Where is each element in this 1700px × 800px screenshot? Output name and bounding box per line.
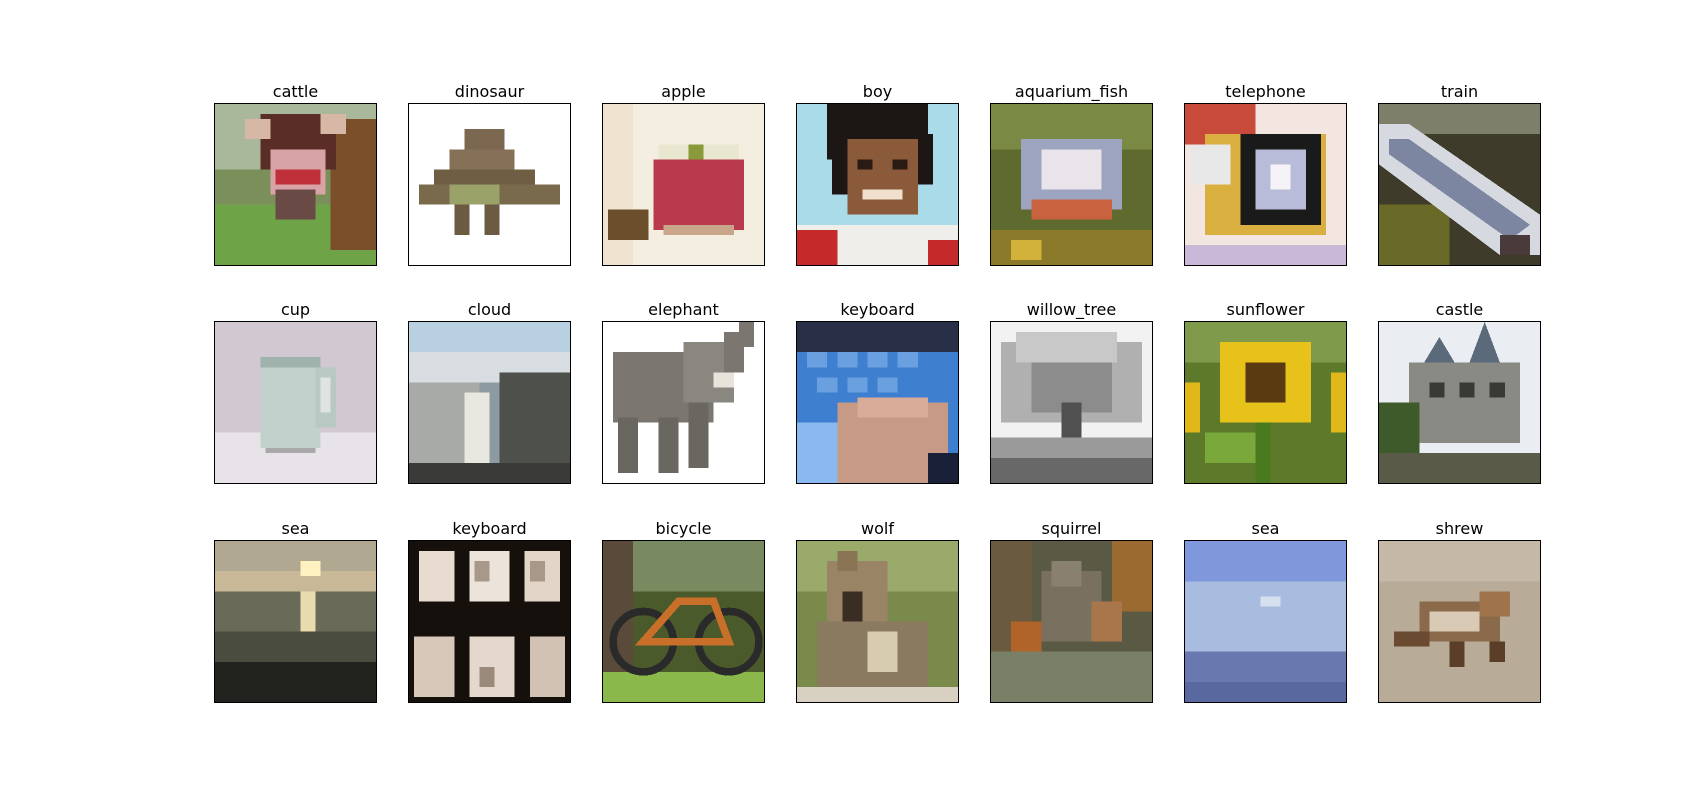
- image-thumbnail: [796, 321, 959, 484]
- thumbnail-picture: [1185, 541, 1346, 702]
- thumbnail-picture: [1185, 322, 1346, 483]
- image-thumbnail: [602, 321, 765, 484]
- image-label: shrew: [1435, 519, 1484, 538]
- image-thumbnail: [602, 540, 765, 703]
- image-thumbnail: [1378, 540, 1541, 703]
- image-label: sea: [1251, 519, 1280, 538]
- image-label: elephant: [648, 300, 719, 319]
- image-label: keyboard: [840, 300, 915, 319]
- image-thumbnail: [1184, 103, 1347, 266]
- thumbnail-picture: [409, 322, 570, 483]
- image-thumbnail: [214, 321, 377, 484]
- image-label: castle: [1435, 300, 1484, 319]
- thumbnail-picture: [409, 104, 570, 265]
- image-label: wolf: [861, 519, 894, 538]
- image-thumbnail: [1378, 321, 1541, 484]
- image-thumbnail: [408, 103, 571, 266]
- image-thumbnail: [214, 540, 377, 703]
- image-label: train: [1440, 82, 1479, 101]
- image-thumbnail: [990, 103, 1153, 266]
- thumbnail-picture: [1379, 322, 1540, 483]
- thumbnail-picture: [603, 104, 764, 265]
- image-label: telephone: [1225, 82, 1306, 101]
- image-label: aquarium_fish: [1014, 82, 1129, 101]
- image-thumbnail: [990, 540, 1153, 703]
- thumbnail-picture: [797, 322, 958, 483]
- image-label: cloud: [467, 300, 512, 319]
- image-label: bicycle: [655, 519, 712, 538]
- image-label: squirrel: [1041, 519, 1102, 538]
- image-thumbnail: [408, 321, 571, 484]
- image-thumbnail: [214, 103, 377, 266]
- image-thumbnail: [1378, 103, 1541, 266]
- image-thumbnail: [602, 103, 765, 266]
- thumbnail-picture: [991, 541, 1152, 702]
- thumbnail-picture: [797, 541, 958, 702]
- thumbnail-picture: [215, 104, 376, 265]
- image-thumbnail: [1184, 540, 1347, 703]
- thumbnail-picture: [991, 104, 1152, 265]
- thumbnail-picture: [603, 322, 764, 483]
- image-label: sunflower: [1226, 300, 1305, 319]
- image-thumbnail: [796, 540, 959, 703]
- thumbnail-picture: [991, 322, 1152, 483]
- thumbnail-picture: [409, 541, 570, 702]
- image-thumbnail: [990, 321, 1153, 484]
- image-label: willow_tree: [1026, 300, 1117, 319]
- image-label: cattle: [272, 82, 319, 101]
- thumbnail-picture: [215, 322, 376, 483]
- thumbnail-picture: [603, 541, 764, 702]
- thumbnail-picture: [1379, 104, 1540, 265]
- image-label: sea: [281, 519, 310, 538]
- image-label: boy: [862, 82, 893, 101]
- image-label: cup: [280, 300, 311, 319]
- thumbnail-picture: [797, 104, 958, 265]
- image-thumbnail: [1184, 321, 1347, 484]
- thumbnail-picture: [1379, 541, 1540, 702]
- image-thumbnail: [408, 540, 571, 703]
- thumbnail-picture: [215, 541, 376, 702]
- thumbnail-picture: [1185, 104, 1346, 265]
- image-label: dinosaur: [454, 82, 525, 101]
- image-label: apple: [661, 82, 706, 101]
- image-label: keyboard: [452, 519, 527, 538]
- image-thumbnail: [796, 103, 959, 266]
